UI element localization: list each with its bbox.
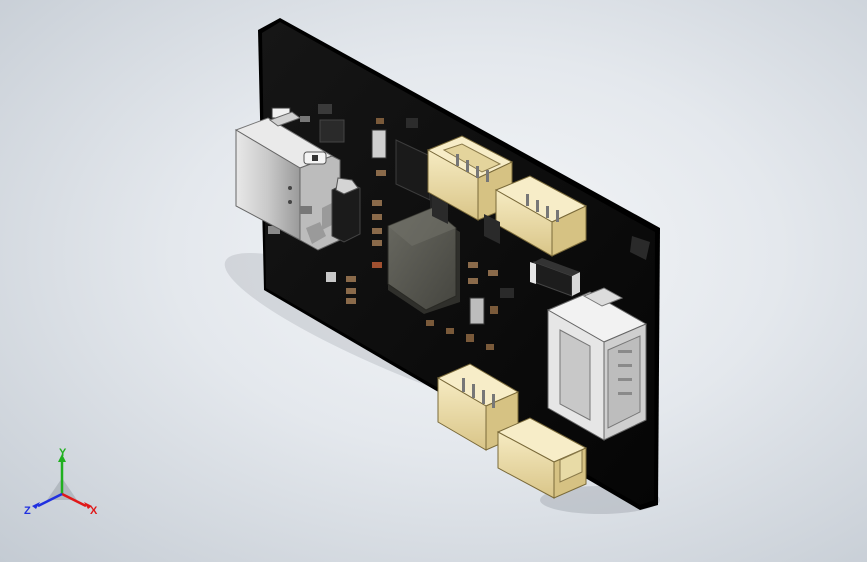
main-mcu-chip[interactable] bbox=[387, 207, 460, 314]
smd-resistor bbox=[372, 228, 382, 234]
smd-resistor bbox=[468, 262, 478, 268]
smd-capacitor bbox=[486, 344, 494, 350]
smd-parts bbox=[268, 104, 514, 350]
usb-c-port-opening bbox=[312, 155, 318, 161]
smd-diode bbox=[500, 288, 514, 298]
jst-connector-top-left[interactable] bbox=[426, 135, 514, 224]
x-axis-arrow bbox=[61, 492, 87, 508]
jst-connector-top-right[interactable] bbox=[484, 175, 588, 257]
smd-resistor bbox=[372, 240, 382, 246]
smd-crystal bbox=[469, 297, 485, 325]
y-axis-arrowhead bbox=[58, 454, 66, 462]
smd-capacitor bbox=[446, 328, 454, 334]
jst-connector-bottom-left[interactable] bbox=[436, 363, 520, 451]
smd-capacitor bbox=[426, 320, 434, 326]
smd-resistor bbox=[372, 200, 382, 206]
smd-resistor bbox=[326, 272, 336, 282]
smd-resistor bbox=[346, 298, 356, 304]
board-corner-notch bbox=[630, 236, 650, 260]
z-axis-arrow bbox=[37, 492, 63, 508]
sot-transistor bbox=[319, 119, 345, 143]
smd-diode bbox=[318, 104, 332, 114]
smd-capacitor bbox=[490, 306, 498, 314]
smd-resistor bbox=[376, 170, 386, 176]
smd-resistor bbox=[300, 116, 310, 122]
smd-crystal bbox=[371, 129, 387, 159]
smd-capacitor bbox=[466, 334, 474, 342]
smd-resistor bbox=[268, 226, 280, 234]
z-axis-arrowhead bbox=[32, 502, 40, 509]
smd-resistor bbox=[488, 270, 498, 276]
smd-capacitor bbox=[376, 118, 384, 124]
usb-c-connector[interactable] bbox=[234, 111, 341, 251]
axis-triad[interactable]: Y X Z bbox=[22, 448, 112, 528]
smd-resistor bbox=[468, 278, 478, 284]
inductor[interactable] bbox=[530, 258, 580, 297]
smd-resistor bbox=[372, 214, 382, 220]
x-axis-label: X bbox=[90, 505, 98, 517]
smd-resistor bbox=[346, 288, 356, 294]
z-axis-label: Z bbox=[24, 505, 31, 517]
x-axis-arrowhead bbox=[84, 502, 92, 509]
smd-resistor bbox=[346, 276, 356, 282]
jst-connector-bottom-right[interactable] bbox=[496, 417, 588, 499]
smd-resistor bbox=[372, 262, 382, 268]
jst-connector-side[interactable] bbox=[546, 287, 648, 441]
y-axis-label: Y bbox=[59, 448, 67, 459]
tactile-button[interactable] bbox=[331, 177, 361, 243]
smd-ic-small bbox=[406, 118, 418, 128]
